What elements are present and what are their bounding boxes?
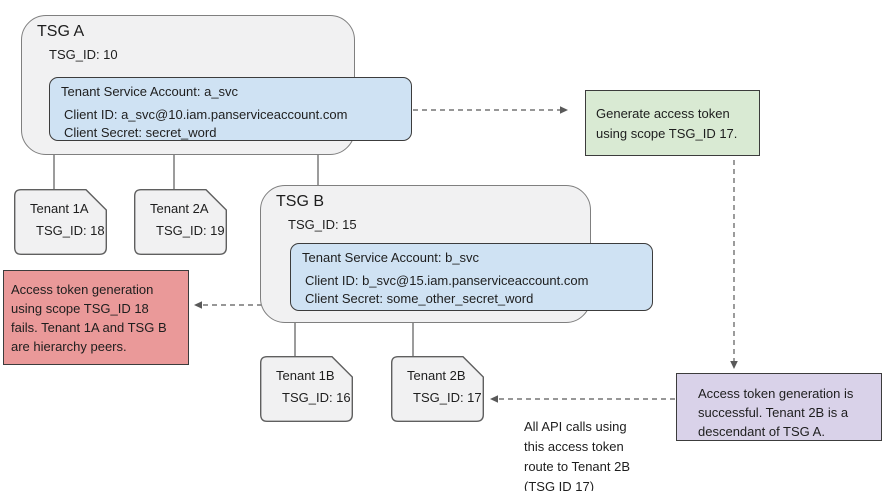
tenant-card-shape xyxy=(260,356,353,422)
tenant-1a-name: Tenant 1A xyxy=(30,201,89,216)
callout-text-line: descendant of TSG A. xyxy=(698,424,825,439)
tenant-1b-card: Tenant 1B TSG_ID: 16 xyxy=(260,356,353,422)
tsg-a-client-secret: Client Secret: secret_word xyxy=(64,125,217,140)
tsg-b-service-account-name: Tenant Service Account: b_svc xyxy=(302,250,480,265)
tenant-1b-id-label: TSG_ID: 16 xyxy=(282,390,351,405)
tsg-b-title: TSG B xyxy=(276,193,325,210)
tsg-b-service-account-box: Tenant Service Account: b_svc Client ID:… xyxy=(290,243,653,311)
generate-token-callout: Generate access token using scope TSG_ID… xyxy=(585,90,760,156)
tenant-2b-card: Tenant 2B TSG_ID: 17 xyxy=(391,356,484,422)
callout-text-line: successful. Tenant 2B is a xyxy=(698,405,849,420)
tenant-1a-card: Tenant 1A TSG_ID: 18 xyxy=(14,189,107,255)
tenant-card-shape xyxy=(14,189,107,255)
tenant-card-shape xyxy=(391,356,484,422)
tenant-2b-id-label: TSG_ID: 17 xyxy=(413,390,482,405)
tsg-b-id-label: TSG_ID: 15 xyxy=(288,217,357,232)
callout-text-line: Generate access token xyxy=(596,106,730,121)
tsg-a-id-label: TSG_ID: 10 xyxy=(49,47,118,62)
tenant-2a-card: Tenant 2A TSG_ID: 19 xyxy=(134,189,227,255)
note-text-line: this access token xyxy=(524,439,624,454)
tsg-b-client-secret: Client Secret: some_other_secret_word xyxy=(305,291,534,306)
tenant-card-shape xyxy=(134,189,227,255)
arrowhead-down-icon xyxy=(730,361,738,369)
note-text-line: (TSG ID 17) xyxy=(524,479,595,491)
callout-text-line: using scope TSG_ID 18 xyxy=(11,301,149,316)
tenant-1b-name: Tenant 1B xyxy=(276,368,335,383)
generation-success-callout: Access token generation is successful. T… xyxy=(676,373,882,441)
callout-text-line: are hierarchy peers. xyxy=(11,339,127,354)
tenant-2a-name: Tenant 2A xyxy=(150,201,209,216)
tenant-2b-name: Tenant 2B xyxy=(407,368,466,383)
tsg-b-client-id: Client ID: b_svc@15.iam.panserviceaccoun… xyxy=(305,273,589,288)
callout-text-line: Access token generation xyxy=(11,282,154,297)
tenant-1a-id-label: TSG_ID: 18 xyxy=(36,223,105,238)
tenant-2a-id-label: TSG_ID: 19 xyxy=(156,223,225,238)
tsg-a-service-account-name: Tenant Service Account: a_svc xyxy=(61,84,239,99)
api-routing-note: All API calls using this access token ro… xyxy=(524,417,664,491)
arrowhead-right-icon xyxy=(560,106,568,114)
tsg-a-service-account-box: Tenant Service Account: a_svc Client ID:… xyxy=(49,77,412,141)
arrowhead-left-icon xyxy=(194,301,202,309)
note-text-line: route to Tenant 2B xyxy=(524,459,631,474)
generation-fails-callout: Access token generation using scope TSG_… xyxy=(3,270,189,365)
callout-text-line: Access token generation is xyxy=(698,386,854,401)
callout-text-line: fails. Tenant 1A and TSG B xyxy=(11,320,167,335)
note-text-line: All API calls using xyxy=(524,419,627,434)
tsg-a-title: TSG A xyxy=(37,23,85,40)
callout-text-line: using scope TSG_ID 17. xyxy=(596,126,738,141)
arrowhead-left-icon xyxy=(490,395,498,403)
tsg-a-client-id: Client ID: a_svc@10.iam.panserviceaccoun… xyxy=(64,107,348,122)
